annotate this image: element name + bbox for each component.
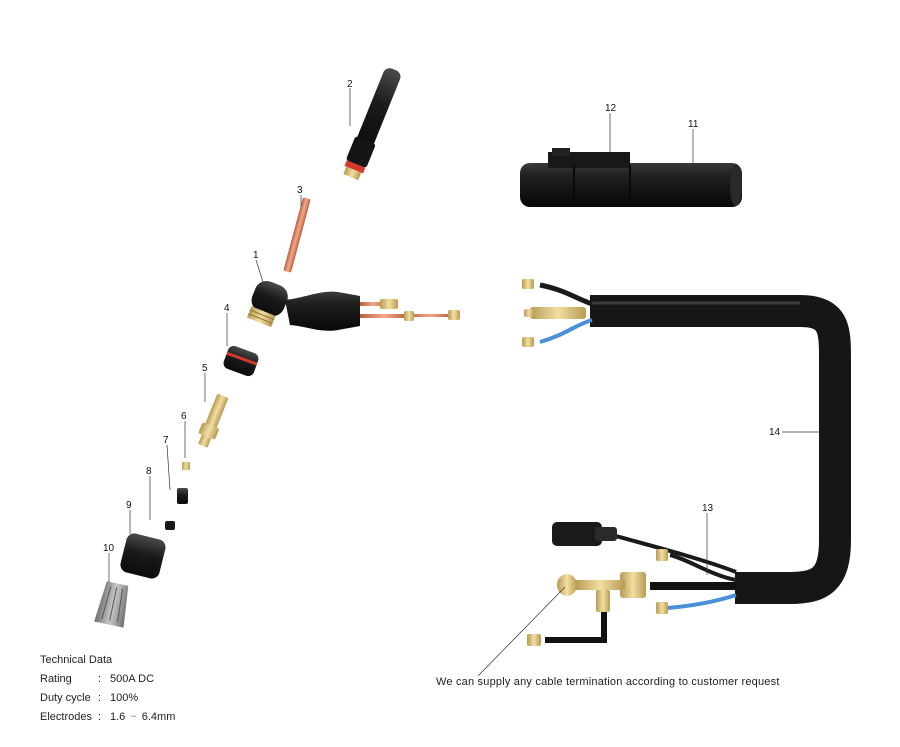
callout-3: 3: [297, 185, 303, 196]
rating-value: 500A DC: [110, 673, 155, 685]
callout-5: 5: [202, 363, 208, 374]
leader-lines: [108, 88, 820, 677]
callout-1: 1: [253, 250, 259, 261]
callout-11: 11: [688, 119, 699, 130]
technical-data-title: Technical Data: [40, 654, 113, 666]
small-nut-part: [182, 462, 190, 470]
callout-7: 7: [163, 435, 169, 446]
handle-sleeve-part: [520, 148, 742, 207]
collet-part: [283, 197, 311, 273]
callout-10: 10: [103, 543, 115, 554]
rating-label: Rating: [40, 673, 72, 685]
insulator-ring-part: [223, 345, 259, 377]
electrodes-label: Electrodes: [40, 711, 92, 723]
cable-assembly-part: [522, 279, 851, 646]
tungsten-piece-part: [177, 488, 188, 504]
callout-2: 2: [347, 79, 353, 90]
electrodes-sep: ~: [130, 711, 137, 723]
duty-cycle-row: Duty cycle : 100%: [40, 689, 175, 708]
electrodes-min: 1.6: [110, 711, 126, 723]
torch-head-part: [246, 280, 460, 331]
duty-cycle-label: Duty cycle: [40, 692, 91, 704]
callout-12: 12: [605, 103, 617, 114]
callout-6: 6: [181, 411, 187, 422]
washer-part: [165, 521, 175, 530]
ceramic-nozzle-part: [94, 581, 129, 628]
back-cap-part: [343, 68, 401, 181]
electrodes-max: 6.4mm: [141, 711, 176, 723]
callout-4: 4: [224, 303, 230, 314]
nozzle-cap-part: [120, 533, 166, 579]
electrodes-row: Electrodes : 1.6 ~ 6.4mm: [40, 708, 175, 727]
callout-13: 13: [702, 503, 714, 514]
rating-row: Rating : 500A DC: [40, 670, 175, 689]
callout-8: 8: [146, 466, 152, 477]
duty-cycle-value: 100%: [110, 692, 139, 704]
duty-cycle-colon: :: [98, 692, 102, 704]
collet-body-part: [198, 394, 228, 448]
callout-14: 14: [769, 427, 781, 438]
technical-data-block: Technical Data Rating : 500A DC Duty cyc…: [40, 651, 175, 727]
callout-9: 9: [126, 500, 132, 511]
rating-colon: :: [98, 673, 102, 685]
electrodes-colon: :: [98, 711, 102, 723]
termination-note: We can supply any cable termination acco…: [436, 676, 780, 688]
